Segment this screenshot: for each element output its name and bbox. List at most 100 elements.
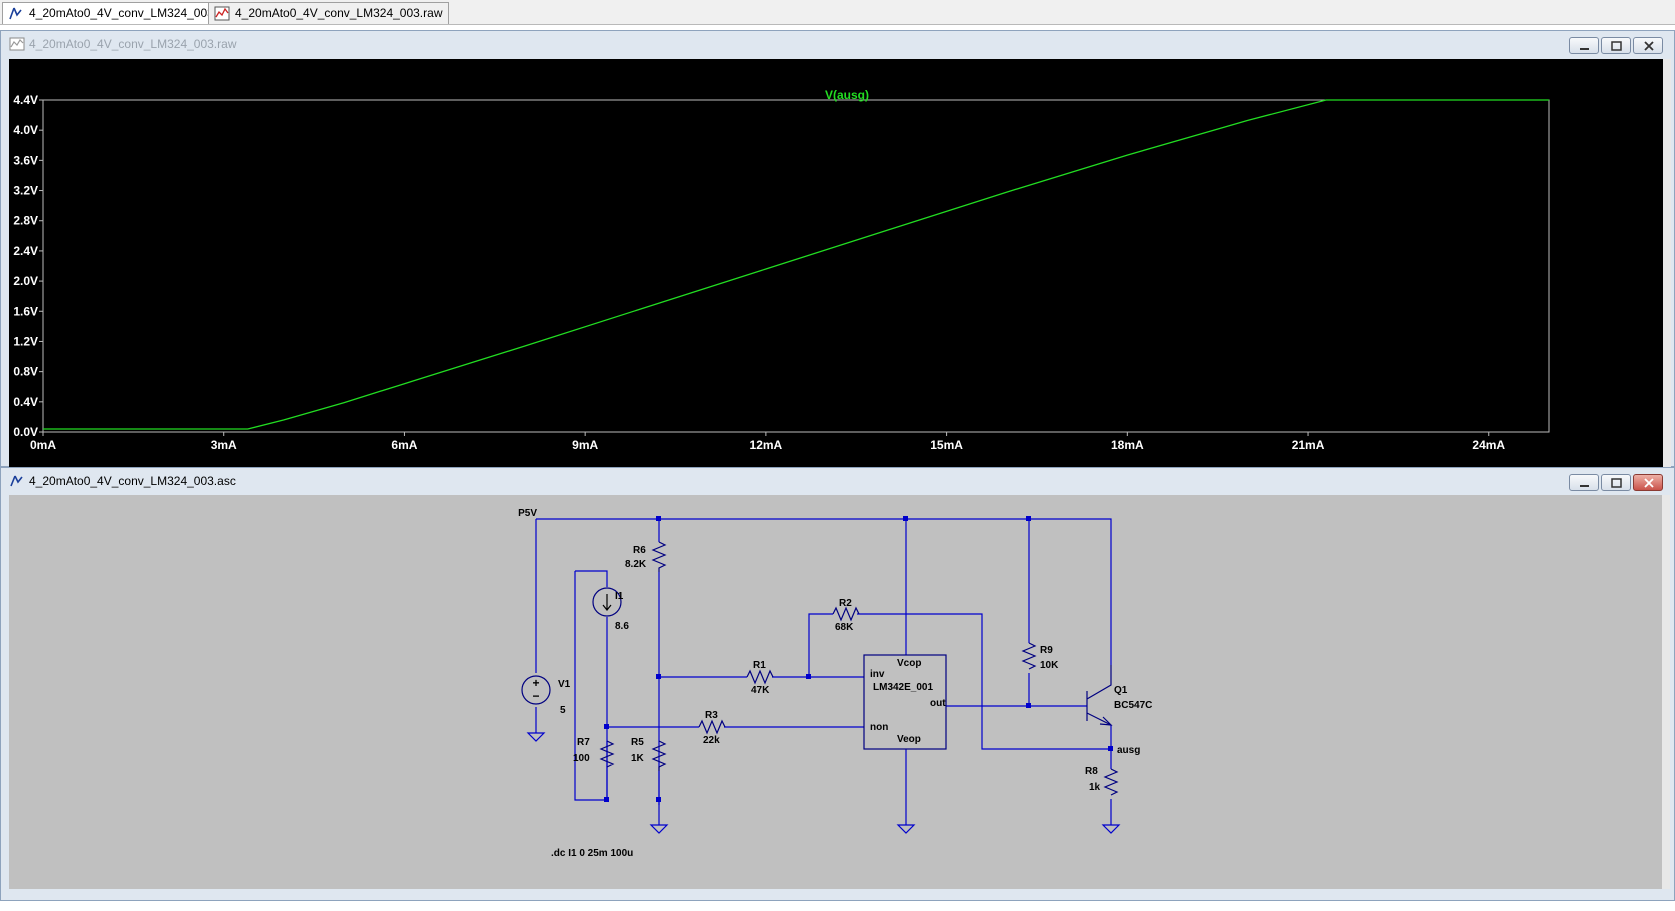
voltage-source-v1[interactable]: + − [521,675,551,705]
r6-value: 8.2K [625,559,647,570]
junction-dots [604,516,1113,802]
r9-value: 10K [1040,660,1059,671]
transistor-q1[interactable] [1086,665,1113,726]
wires [535,518,1112,825]
resistor-r1 [746,669,774,685]
trace-v-ausg[interactable] [43,99,1549,430]
y-tick-label: 4.4V [13,93,38,107]
schematic-icon [10,475,23,487]
minimize-icon [1580,48,1589,50]
plot-frame [42,99,1550,433]
spice-directive: .dc I1 0 25m 100u [551,848,633,859]
minimize-button[interactable] [1569,474,1599,491]
tab-waveform[interactable]: 4_20mAto0_4V_conv_LM324_003.raw [208,2,450,24]
opamp-out-pin: out [930,698,946,709]
r8-value: 1k [1089,782,1101,793]
r2-value: 68K [835,622,854,633]
schematic-window-title: 4_20mAto0_4V_conv_LM324_003.asc [29,474,236,488]
close-button[interactable] [1633,37,1663,54]
tab-waveform-label: 4_20mAto0_4V_conv_LM324_003.raw [235,6,443,20]
schematic-canvas[interactable]: + − P5V [9,495,1670,889]
tab-schematic-label: 4_20mAto0_4V_conv_LM324_003.asc [29,6,236,20]
svg-text:−: − [532,689,539,703]
x-tick-label: 15mA [930,438,963,452]
ground-icon [1101,824,1121,834]
q1-value: BC547C [1114,700,1152,711]
waveform-vertical-scrollbar[interactable] [1663,59,1671,494]
r1-value: 47K [751,685,770,696]
y-tick-label: 4.0V [13,123,38,137]
resistor-r9 [1021,642,1037,670]
x-tick-label: 3mA [211,438,237,452]
y-tick-label: 0.8V [13,365,38,379]
net-label-supply: P5V [518,508,537,519]
r9-ref: R9 [1040,645,1053,656]
current-source-i1[interactable] [592,587,622,617]
v1-ref: V1 [558,679,571,690]
r3-ref: R3 [705,710,718,721]
r3-value: 22k [703,735,720,746]
x-tick-label: 6mA [391,438,417,452]
opamp-name: LM342E_001 [873,682,933,693]
x-tick-label: 18mA [1111,438,1144,452]
schematic-window: 4_20mAto0_4V_conv_LM324_003.asc [0,467,1675,901]
schematic-drawing[interactable]: + − P5V [9,495,1668,889]
document-tab-bar: 4_20mAto0_4V_conv_LM324_003.asc 4_20mAto… [0,0,1675,25]
x-tick-label: 0mA [30,438,56,452]
opamp-inv-pin: inv [870,669,885,680]
restore-icon [1611,478,1622,488]
ground-icon [649,824,669,834]
r5-ref: R5 [631,737,644,748]
r2-ref: R2 [839,598,852,609]
waveform-window-titlebar[interactable]: 4_20mAto0_4V_conv_LM324_003.raw [1,31,1674,57]
x-tick-label: 12mA [750,438,783,452]
minimize-button[interactable] [1569,37,1599,54]
ground-icon [896,824,916,834]
resistor-symbols [599,541,1119,796]
opamp-vcc-pin: Vcop [897,658,921,669]
maximize-button[interactable] [1601,474,1631,491]
resistor-r8 [1103,768,1119,796]
resistor-r3 [698,719,726,735]
i1-ref: I1 [615,591,624,602]
ground-symbols [526,732,1121,834]
opamp-u1[interactable] [863,654,947,750]
net-label-output: ausg [1117,745,1140,756]
y-tick-label: 2.4V [13,244,38,258]
schematic-window-titlebar[interactable]: 4_20mAto0_4V_conv_LM324_003.asc [1,468,1674,494]
y-tick-label: 3.2V [13,184,38,198]
y-tick-label: 1.2V [13,334,38,348]
resistor-r7 [599,740,615,768]
i1-value: 8.6 [615,621,629,632]
y-tick-label: 1.6V [13,304,38,318]
r7-ref: R7 [577,737,590,748]
close-icon [1644,478,1654,488]
svg-text:+: + [532,676,539,690]
r6-ref: R6 [633,545,646,556]
resistor-r5 [651,740,667,771]
maximize-button[interactable] [1601,37,1631,54]
y-tick-label: 3.6V [13,153,38,167]
x-tick-label: 9mA [572,438,598,452]
r8-ref: R8 [1085,766,1098,777]
waveform-icon [214,6,230,21]
y-tick-label: 2.8V [13,214,38,228]
opamp-vee-pin: Veop [897,734,921,745]
trace-label-v-ausg[interactable]: V(ausg) [825,88,869,102]
schematic-vertical-scrollbar[interactable] [1662,495,1670,889]
waveform-plot[interactable]: 0.0V0.4V0.8V1.2V1.6V2.0V2.4V2.8V3.2V3.6V… [9,59,1669,494]
y-tick-label: 0.4V [13,395,38,409]
v1-value: 5 [560,705,566,716]
tab-schematic[interactable]: 4_20mAto0_4V_conv_LM324_003.asc [2,2,243,24]
q1-ref: Q1 [1114,685,1128,696]
resistor-r2 [832,606,860,622]
r7-value: 100 [573,753,590,764]
close-icon [1644,41,1654,51]
close-button[interactable] [1633,474,1663,491]
r1-ref: R1 [753,660,766,671]
r5-value: 1K [631,753,645,764]
x-tick-label: 24mA [1472,438,1505,452]
waveform-window-title: 4_20mAto0_4V_conv_LM324_003.raw [29,37,237,51]
